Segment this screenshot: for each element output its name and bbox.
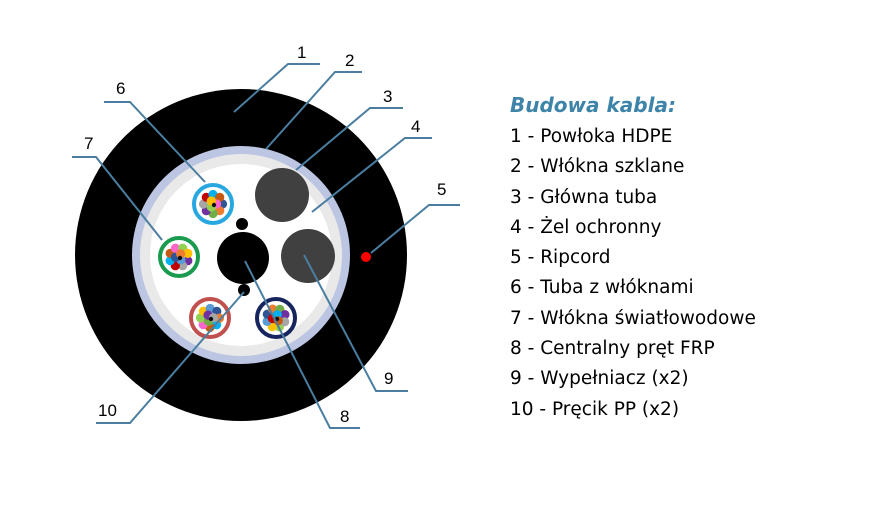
leader-1 (233, 63, 320, 113)
central-frp-rod (217, 232, 269, 284)
legend-item: 2 - Włókna szklane (510, 156, 685, 178)
leader-9 (303, 254, 408, 392)
legend-item: 7 - Włókna światłowodowe (510, 307, 756, 329)
tube-center (208, 316, 214, 322)
legend-title: Budowa kabla: (510, 93, 676, 117)
fiber-tube-1 (192, 183, 234, 225)
pp-rod-top (236, 218, 248, 230)
filler-rod-top (255, 168, 309, 222)
callout-6: 6 (116, 79, 125, 98)
callout-1: 1 (297, 43, 306, 62)
leader-6 (104, 101, 206, 183)
leader-10 (96, 291, 245, 424)
legend-item: 4 - Żel ochronny (510, 216, 662, 238)
leader-2 (265, 71, 362, 150)
leader-8 (244, 260, 360, 429)
legend-list: 1 - Powłoka HDPE 2 - Włókna szklane 3 - … (510, 122, 756, 425)
fiber-tube-4 (255, 297, 297, 339)
callout-4: 4 (411, 117, 420, 136)
legend-item: 3 - Główna tuba (510, 186, 658, 208)
leader-5 (370, 204, 460, 254)
legend-item: 8 - Centralny pręt FRP (510, 338, 715, 360)
pp-rod-bottom (238, 284, 250, 296)
callout-8: 8 (340, 407, 349, 426)
tube-center (211, 202, 217, 208)
tube-center (177, 255, 183, 261)
legend-item: 6 - Tuba z włóknami (510, 277, 694, 299)
callout-10: 10 (98, 401, 117, 420)
legend: Budowa kabla: 1 - Powłoka HDPE 2 - Włókn… (510, 92, 756, 425)
leader-4 (311, 137, 432, 213)
optical-fiber (280, 310, 290, 320)
callout-9: 9 (384, 369, 393, 388)
ripcord (361, 252, 371, 262)
leader-7 (72, 156, 163, 241)
callout-3: 3 (383, 87, 392, 106)
callout-leader-lines (72, 63, 460, 429)
fiber-tube-2 (158, 236, 200, 278)
optical-fiber (183, 248, 193, 258)
legend-item: 9 - Wypełniacz (x2) (510, 368, 689, 390)
leader-3 (295, 107, 403, 171)
cable-cross-section-diagram: 1 2 3 4 5 6 7 8 9 10 (72, 43, 460, 429)
callout-2: 2 (345, 51, 354, 70)
optical-fiber (176, 249, 186, 259)
filler-rod-right (281, 229, 335, 283)
callout-5: 5 (437, 180, 446, 199)
legend-item: 1 - Powłoka HDPE (510, 126, 673, 147)
legend-item: 5 - Ripcord (510, 247, 611, 269)
legend-item: 10 - Pręcik PP (x2) (510, 398, 680, 420)
callout-7: 7 (84, 134, 93, 153)
fiber-tube-3 (189, 297, 231, 339)
